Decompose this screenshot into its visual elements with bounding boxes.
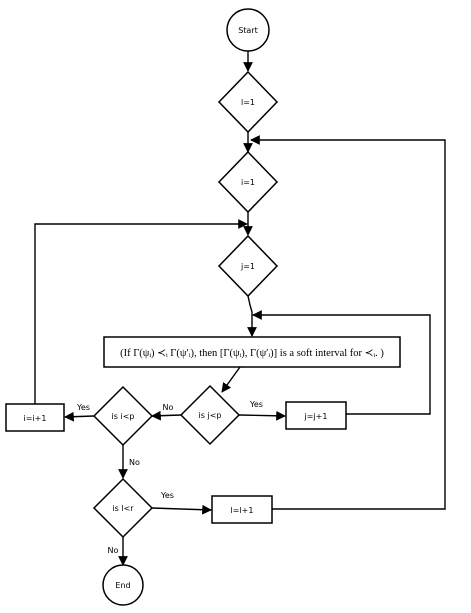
l-no-label: No xyxy=(108,546,119,555)
i-no-label: No xyxy=(129,458,140,467)
l-init-decision: l=1 xyxy=(217,70,279,134)
l-yes-label: Yes xyxy=(160,491,174,500)
edge-decj-no xyxy=(151,410,182,421)
edge-deci-yes xyxy=(64,411,95,422)
start-label: Start xyxy=(238,26,258,35)
end-label: End xyxy=(115,581,130,590)
is-j-lt-p-decision: is j<p xyxy=(179,384,241,446)
end-node: End xyxy=(102,564,144,606)
is-l-lt-r-decision: is l<r xyxy=(92,477,154,539)
edge-decj-yes xyxy=(238,410,286,421)
i-init-decision: i=1 xyxy=(217,150,279,214)
start-node: Start xyxy=(226,8,270,52)
condition-box: (If Γ(ψᵢ) ≺ᵢ Γ(ψ′ᵢ), then [Γ(ψᵢ), Γ(ψ′ᵢ)… xyxy=(103,336,401,368)
i-init-label: i=1 xyxy=(241,178,255,187)
edge-j-to-condition xyxy=(247,295,257,337)
edge-l-loop-back xyxy=(250,135,446,510)
i-increment-box: i=i+1 xyxy=(5,403,65,432)
edge-i-loop-back xyxy=(34,219,248,404)
l-init-label: l=1 xyxy=(241,98,255,107)
j-yes-label: Yes xyxy=(249,400,263,409)
edge-j-loop-back xyxy=(252,310,431,415)
edge-condition-to-decj xyxy=(221,366,241,393)
i-yes-label: Yes xyxy=(76,403,90,412)
j-init-decision: j=1 xyxy=(217,234,279,298)
condition-text: (If Γ(ψᵢ) ≺ᵢ Γ(ψ′ᵢ), then [Γ(ψᵢ), Γ(ψ′ᵢ)… xyxy=(120,348,384,359)
is-i-lt-p-decision: is i<p xyxy=(92,385,154,447)
j-init-label: j=1 xyxy=(240,262,255,271)
j-no-label: No xyxy=(163,403,174,412)
is-i-lt-p-label: is i<p xyxy=(112,412,135,421)
i-increment-label: i=i+1 xyxy=(24,414,47,423)
is-j-lt-p-label: is j<p xyxy=(199,411,222,420)
j-increment-label: j=j+1 xyxy=(304,412,328,421)
edge-decl-yes xyxy=(151,504,212,515)
l-increment-box: l=l+1 xyxy=(211,495,273,524)
j-increment-box: j=j+1 xyxy=(285,401,347,430)
is-l-lt-r-label: is l<r xyxy=(112,504,134,513)
l-increment-label: l=l+1 xyxy=(231,506,254,515)
